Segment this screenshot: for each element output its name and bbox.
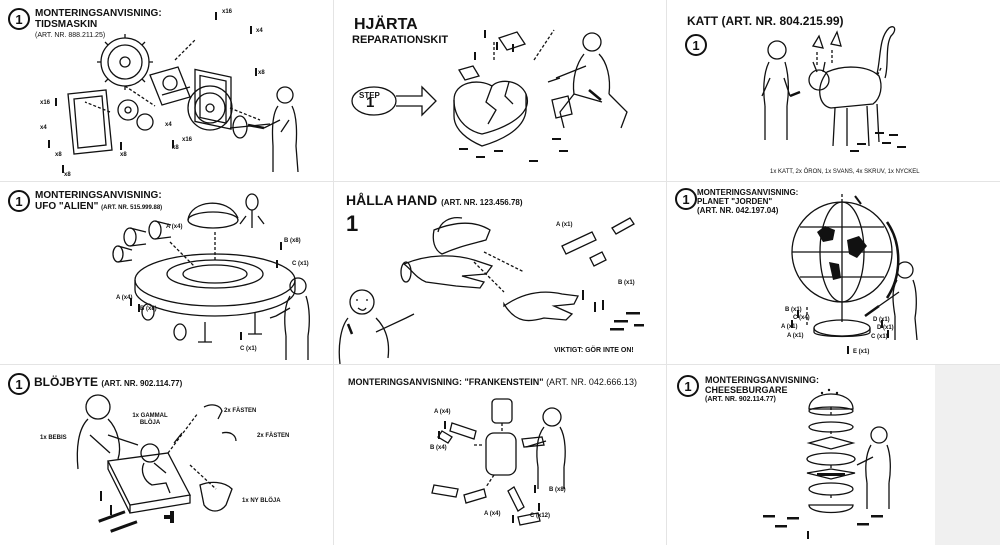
part-label: B (x1) <box>618 280 635 286</box>
watermark-region <box>935 365 1000 545</box>
step-number: 1 <box>346 211 359 236</box>
count-label: x16 <box>182 137 193 143</box>
divider <box>0 181 1000 182</box>
count-label: x8 <box>120 152 127 158</box>
divider <box>0 364 1000 365</box>
part-label: B (x8) <box>549 487 566 493</box>
divider <box>333 0 334 545</box>
count-label: x4 <box>256 28 263 34</box>
part-label: A (x1) <box>787 333 804 339</box>
part-label: D (x1) <box>873 317 890 323</box>
panel-frankenstein: MONTERINGSANVISNING: "FRANKENSTEIN" (ART… <box>334 365 666 545</box>
article-number: (ART. NR. 888.211.25) <box>35 32 106 39</box>
divider <box>666 0 667 545</box>
item-label: 1x GAMMAL BLÖJA <box>132 413 168 426</box>
part-label: A (x4) <box>166 224 183 230</box>
item-label: 1x NY BLÖJA <box>242 498 281 504</box>
panel-subtitle: PLANET "JORDEN" <box>697 197 773 206</box>
item-label: 2x FÄSTEN <box>224 408 257 414</box>
panel-subtitle: UFO "ALIEN" (ART. NR. 515.999.88) <box>35 201 162 214</box>
part-label: C (x1) <box>871 334 888 340</box>
step-number: 1 <box>8 190 30 212</box>
item-label: 2x FÄSTEN <box>257 433 290 439</box>
part-label: B (x8) <box>284 238 301 244</box>
heart-illustration <box>351 29 628 162</box>
panel-diaper: 1 BLÖJBYTE (ART. NR. 902.114.77) <box>0 365 333 545</box>
panel-title: MONTERINGSANVISNING: <box>35 190 162 201</box>
panel-title: HÅLLA HAND (ART. NR. 123.456.78) <box>346 192 523 209</box>
panel-subtitle: CHEESEBURGARE <box>705 385 788 395</box>
step-number: 1 <box>677 375 699 397</box>
part-label: A (x1) <box>781 324 798 330</box>
cat-illustration <box>761 26 906 152</box>
hands-illustration <box>338 216 644 364</box>
panel-subtitle: REPARATIONSKIT <box>352 34 449 46</box>
part-label: A (x4) <box>116 295 133 301</box>
article-number: (ART. NR. 042.197.04) <box>697 206 779 215</box>
panel-hold-hand: HÅLLA HAND (ART. NR. 123.456.78) 1 <box>334 182 666 364</box>
article-number: (ART. NR. 515.999.88) <box>101 205 163 211</box>
article-number: (ART. NR. 902.114.77) <box>705 396 776 403</box>
part-label: B (x1) <box>785 307 802 313</box>
part-label: C (x1) <box>292 261 309 267</box>
count-label: x4 <box>40 125 47 131</box>
title-text: KATT <box>687 14 719 28</box>
warning-text: VIKTIGT: GÖR INTE ON! <box>554 347 634 354</box>
count-label: x8 <box>258 70 265 76</box>
panel-ufo: 1 MONTERINGSANVISNING: UFO "ALIEN" (ART.… <box>0 182 333 364</box>
panel-title: MONTERINGSANVISNING: "FRANKENSTEIN" (ART… <box>348 376 637 388</box>
article-number: (ART. NR. 042.666.13) <box>546 377 637 387</box>
step-number: 1 <box>685 34 707 56</box>
panel-title: MONTERINGSANVISNING: <box>705 375 820 385</box>
panel-title: BLÖJBYTE (ART. NR. 902.114.77) <box>34 376 182 390</box>
article-number: (ART. NR. 902.114.77) <box>101 379 183 388</box>
title-text: HÅLLA HAND <box>346 192 438 208</box>
count-label: x8 <box>64 172 71 178</box>
step-number: 1 <box>8 373 30 395</box>
part-label: B (x4) <box>430 445 447 451</box>
time-machine-illustration <box>48 12 299 173</box>
panel-title: MONTERINGSANVISNING: <box>35 8 162 19</box>
count-label: x8 <box>172 145 179 151</box>
part-label: D (x1) <box>877 325 894 331</box>
panel-globe: 1 MONTERINGSANVISNING: PLANET "JORDEN" (… <box>667 182 1000 364</box>
step-word: STEP <box>359 91 380 100</box>
panel-title: MONTERINGSANVISNING: <box>697 188 799 197</box>
part-label: C (x12) <box>530 513 551 519</box>
article-number: (ART. NR. 804.215.99) <box>721 14 844 28</box>
count-label: x8 <box>55 152 62 158</box>
title-text: BLÖJBYTE <box>34 375 99 389</box>
panel-title: HJÄRTA <box>354 16 418 33</box>
panel-subtitle: TIDSMASKIN <box>35 19 98 30</box>
step-number: 1 <box>366 94 375 111</box>
part-label: C (x4) <box>793 315 810 321</box>
part-label: C (x1) <box>240 346 257 352</box>
panel-time-machine: 1 MONTERINGSANVISNING: TIDSMASKIN (ART. … <box>0 0 333 181</box>
panel-heart: HJÄRTA REPARATIONSKIT <box>334 0 666 181</box>
step-number: 1 <box>8 8 30 30</box>
count-label: x16 <box>40 100 51 106</box>
ufo-illustration <box>112 193 310 360</box>
item-label: 1x BEBIS <box>40 435 67 441</box>
part-label: A (x4) <box>434 409 451 415</box>
step-number: 1 <box>675 188 697 210</box>
globe-illustration <box>791 192 918 354</box>
panel-title: KATT (ART. NR. 804.215.99) <box>687 15 844 27</box>
part-label: A (x4) <box>484 511 501 517</box>
part-label: B (x8) <box>140 306 157 312</box>
count-label: x16 <box>222 9 233 15</box>
subtitle-text: UFO "ALIEN" <box>35 201 99 212</box>
panel-cat: KATT (ART. NR. 804.215.99) 1 <box>667 0 1000 181</box>
part-label: E (x1) <box>853 349 870 355</box>
part-label: A (x1) <box>556 222 573 228</box>
cheeseburger-illustration <box>763 388 891 539</box>
diaper-illustration <box>76 394 237 533</box>
article-number: (ART. NR. 123.456.78) <box>441 198 523 207</box>
title-text: MONTERINGSANVISNING: "FRANKENSTEIN" <box>348 377 544 387</box>
frankenstein-illustration <box>431 398 566 526</box>
count-label: x4 <box>165 122 172 128</box>
parts-caption: 1x KATT, 2x ÖRON, 1x SVANS, 4x SKRUV, 1x… <box>770 169 920 175</box>
